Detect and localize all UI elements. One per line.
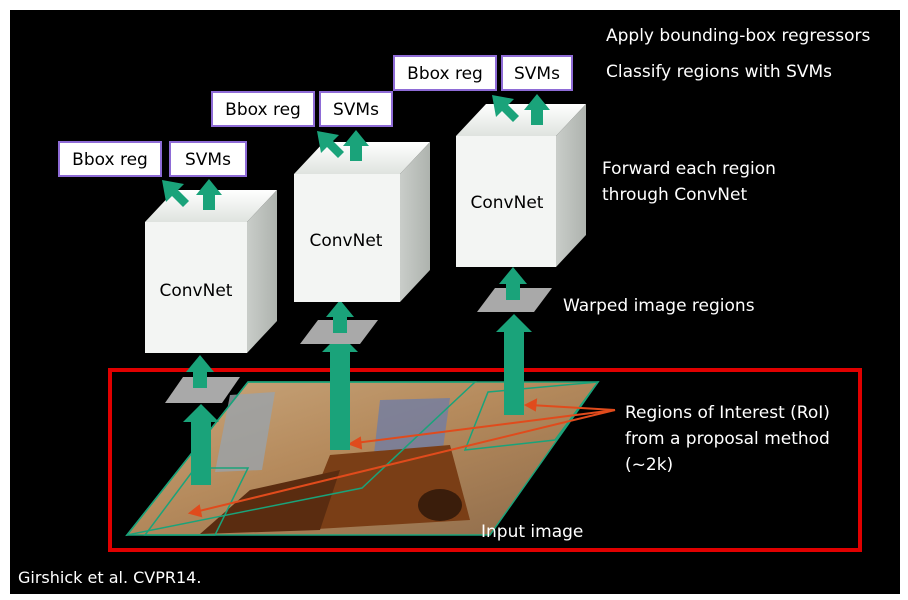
branch-2-input-arrow-shaft — [330, 350, 350, 450]
roi-label-line3: (~2k) — [625, 455, 673, 475]
branch-2-convnet-label: ConvNet — [310, 231, 383, 251]
branch-1-input-arrow-head — [183, 404, 219, 422]
roi-pointer-3 — [194, 409, 616, 513]
branch-3-bbox-box — [393, 55, 497, 91]
branch-3-svm-label: SVMs — [514, 64, 560, 84]
branch-1-cube-arrow-shaft — [193, 370, 207, 388]
branch-3-cube-side — [556, 104, 586, 267]
branch-3-svm-box — [501, 55, 573, 91]
branch-3-cube-arrow-head — [499, 267, 527, 284]
branch-3-input-arrow-head — [496, 314, 532, 332]
branch-3-svm-arrow-shaft — [531, 108, 543, 125]
branch-2: ConvNet Bbox reg SVMs — [211, 91, 430, 450]
branch-3-input-arrow-shaft — [504, 330, 524, 415]
roi-pointer-2-head — [347, 436, 363, 450]
roi-pointer-1-head — [523, 398, 538, 412]
branch-2-bbox-arrow — [317, 131, 344, 158]
branch-2-cube-arrow-shaft — [333, 315, 347, 333]
branch-3-bbox-arrow — [492, 95, 519, 122]
photo-horse-muzzle — [418, 489, 462, 521]
roi-outline-whole — [125, 381, 600, 536]
branch-3-cube-front — [456, 136, 556, 267]
branch-2-bbox-box — [211, 91, 315, 127]
step-apply-label: Apply bounding-box regressors — [606, 26, 871, 46]
step-forward-label-line1: Forward each region — [602, 159, 776, 179]
branch-3-cube-top — [456, 104, 586, 136]
branch-2-cube-arrow-head — [326, 300, 354, 317]
roi-pointers — [187, 398, 616, 518]
branch-3-cube-arrow-shaft — [506, 282, 520, 300]
branch-1-bbox-arrow — [162, 180, 189, 207]
roi-label-line2: from a proposal method — [625, 429, 830, 449]
branch-3-bbox-label: Bbox reg — [407, 64, 483, 84]
input-image-frame — [108, 368, 862, 552]
branch-1: ConvNet Bbox reg SVMs — [58, 141, 277, 485]
branch-1-convnet-label: ConvNet — [160, 281, 233, 301]
branch-1-cube-side — [247, 190, 277, 353]
branch-2-svm-label: SVMs — [333, 100, 379, 120]
branch-3-convnet-label: ConvNet — [471, 193, 544, 213]
branch-1-bbox-label: Bbox reg — [72, 150, 148, 170]
branch-1-svm-arrow-head — [196, 179, 222, 195]
branch-1-svm-arrow-shaft — [203, 193, 215, 210]
branch-1-cube-front — [145, 222, 247, 353]
branch-2-svm-box — [319, 91, 393, 127]
photo-fence — [215, 392, 275, 472]
roi-label-line1: Regions of Interest (RoI) — [625, 403, 830, 423]
branch-1-bbox-box — [58, 141, 162, 177]
roi-pointer-2 — [354, 409, 616, 444]
roi-outline-right — [463, 381, 600, 451]
branch-1-svm-label: SVMs — [185, 150, 231, 170]
branch-2-svm-arrow-shaft — [350, 144, 362, 161]
citation: Girshick et al. CVPR14. — [18, 568, 201, 587]
branch-2-bbox-label: Bbox reg — [225, 100, 301, 120]
branch-2-svm-arrow-head — [343, 130, 369, 146]
branch-3-svm-arrow-head — [524, 94, 550, 110]
branch-1-input-arrow-shaft — [191, 420, 211, 485]
roi-pointer-1 — [529, 404, 616, 411]
input-image-label: Input image — [481, 522, 583, 542]
branch-2-cube-front — [294, 174, 400, 302]
branch-1-cube-arrow-head — [186, 355, 214, 372]
step-classify-label: Classify regions with SVMs — [606, 62, 832, 82]
branch-1-warped-patch — [165, 377, 240, 403]
roi-pointer-3-head — [187, 504, 203, 518]
step-warped-label: Warped image regions — [563, 296, 755, 316]
step-forward-label-line2: through ConvNet — [602, 185, 747, 205]
branch-3: ConvNet Bbox reg SVMs — [393, 55, 586, 415]
branch-1-svm-box — [169, 141, 247, 177]
branch-2-cube-side — [400, 142, 430, 302]
